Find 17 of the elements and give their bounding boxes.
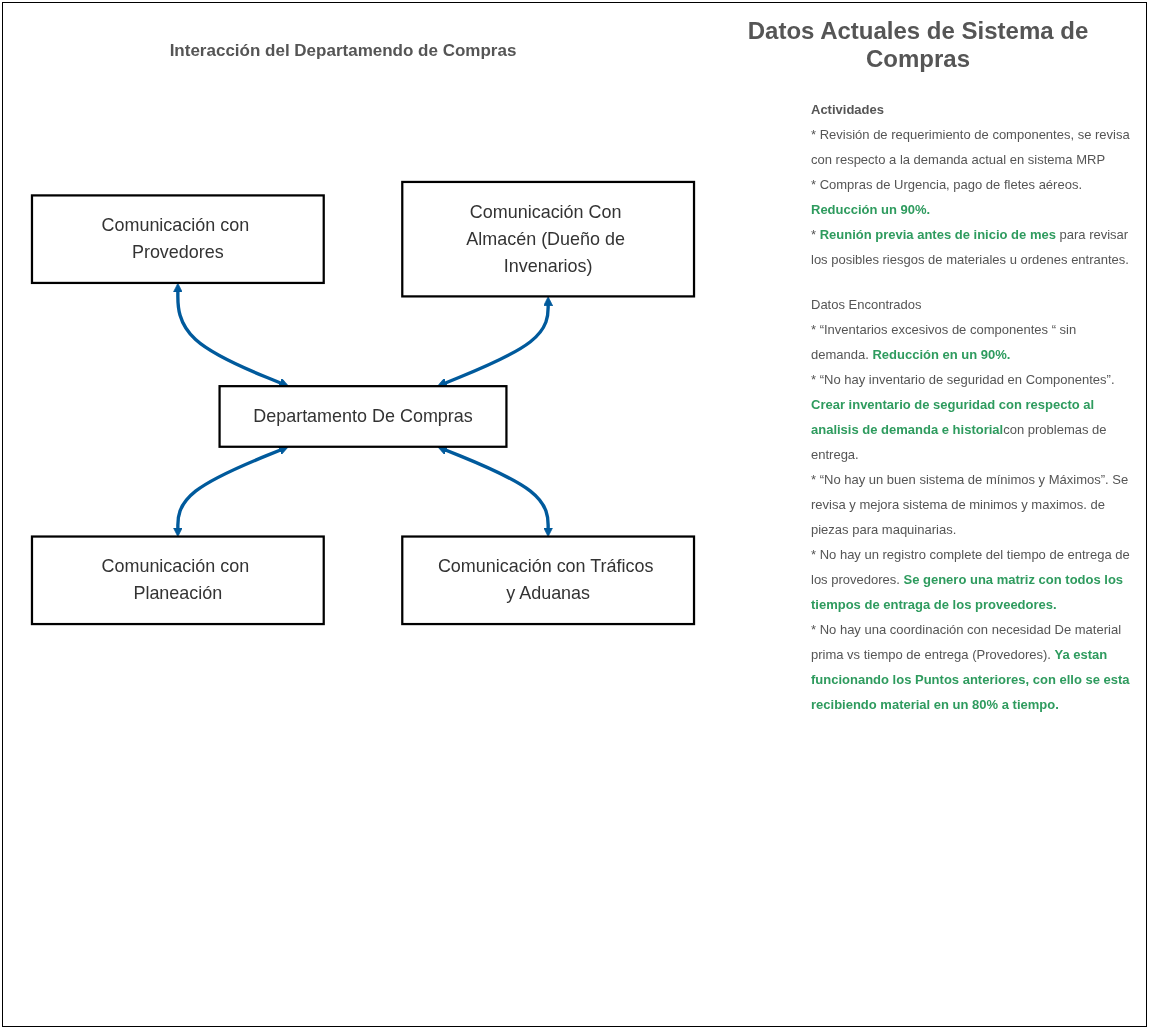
node-box: Departamento De Compras — [218, 385, 508, 448]
note-text: * No hay una coordinación con necesidad De material prima vs tiempo de entrega (Provedores). Ya estan funcionando los Puntos anteriores, con ello se esta recibiendo material en un 80% a tiempo. — [810, 621, 1131, 714]
note-text: * No hay un registro complete del tiempo de entrega de los provedores. Se genero una matriz con todos los tiempos de entraga de los proveedores. — [810, 546, 1131, 614]
subheading: Actividades — [810, 101, 885, 119]
section-heading: Datos Actuales de Sistema de Compras — [746, 17, 1090, 73]
note-text: * “No hay inventario de seguridad en Componentes”. Crear inventario de seguridad con respecto al analisis de demanda e historialcon problemas de entrega. — [810, 371, 1116, 464]
note-text: * “No hay un buen sistema de mínimos y Máximos”. Se revisa y mejora sistema de minimos y maximos. de piezas para maquinarias. — [810, 471, 1130, 539]
node-box: Comunicación con Provedores — [30, 194, 325, 285]
note-text: *Reunión previa antes de inicio de mes para revisar los posibles riesgos de materiales u ordenes entrantes. — [810, 226, 1130, 269]
subheading: Datos Encontrados — [810, 296, 923, 314]
node-box: Comunicación Con Almacén (Dueño de Invenarios) — [401, 180, 696, 298]
diagram-title: Interacción del Departamendo de Compras — [168, 41, 518, 61]
note-text: * Revisión de requerimiento de componentes, se revisa con respecto a la demanda actual en sistema MRP — [810, 126, 1131, 169]
note-text: * Compras de Urgencia, pago de fletes aéreos. Reducción un 90%. — [810, 176, 1083, 219]
node-box: Comunicación con Tráficos y Aduanas — [401, 535, 696, 626]
note-text: * “Inventarios excesivos de componentes “ sin demanda. Reducción en un 90%. — [810, 321, 1078, 364]
node-box: Comunicación con Planeación — [30, 535, 325, 626]
